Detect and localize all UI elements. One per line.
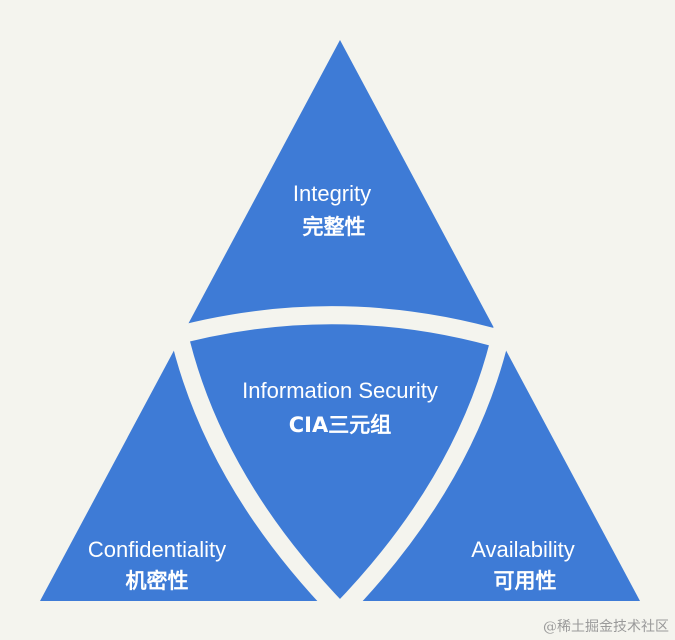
cia-triad-label-zh: CIA三元组 xyxy=(288,413,392,437)
integrity-label: Integrity xyxy=(292,181,372,206)
left-divider-curve xyxy=(169,321,349,621)
availability-label-zh: 可用性 xyxy=(493,569,557,593)
availability-label: Availability xyxy=(471,537,575,562)
information-security-label: Information Security xyxy=(242,378,438,403)
right-divider-curve xyxy=(331,321,511,621)
confidentiality-label-zh: 机密性 xyxy=(125,569,189,593)
confidentiality-label: Confidentiality xyxy=(87,537,227,562)
watermark: @稀土掘金技术社区 xyxy=(543,619,669,635)
integrity-label-zh: 完整性 xyxy=(302,215,366,239)
top-divider-curve xyxy=(151,306,529,354)
